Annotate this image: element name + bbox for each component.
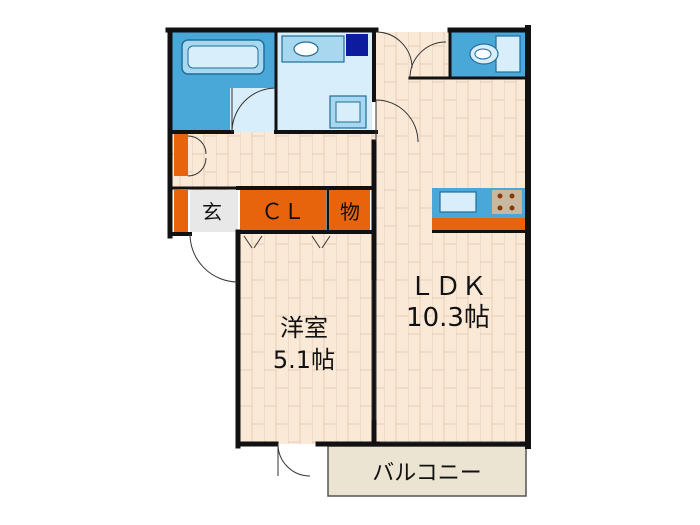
entrance-floor bbox=[190, 190, 238, 232]
western-room-name: 洋室 bbox=[280, 314, 328, 342]
western-room-floor bbox=[240, 232, 374, 444]
corridor-floor bbox=[376, 32, 450, 78]
closet bbox=[240, 190, 326, 232]
closet-label: ＣＬ bbox=[261, 200, 305, 225]
ldk-size: 10.3帖 bbox=[406, 303, 490, 333]
entrance-shoe-storage bbox=[174, 190, 188, 232]
toilet-icon bbox=[469, 35, 521, 73]
hallway-floor bbox=[172, 132, 376, 190]
washing-machine-icon bbox=[329, 95, 367, 129]
bathtub-icon bbox=[181, 39, 265, 75]
washbasin-icon bbox=[281, 35, 345, 63]
storage bbox=[330, 190, 370, 232]
western-room-size: 5.1帖 bbox=[273, 346, 335, 374]
stove-icon bbox=[492, 190, 522, 214]
hall-shoe-storage bbox=[174, 134, 188, 176]
kitchen-counter-base bbox=[432, 218, 526, 230]
entrance-label: 玄 bbox=[202, 200, 222, 224]
door-swings bbox=[187, 31, 520, 477]
balcony-label: バルコニー bbox=[372, 461, 482, 486]
balcony bbox=[327, 445, 527, 497]
kitchen-sink-icon bbox=[439, 191, 477, 213]
ldk-name: ＬＤＫ bbox=[409, 272, 487, 302]
storage-label: 物 bbox=[340, 200, 360, 224]
ldk-floor bbox=[376, 78, 526, 444]
washroom-dark-square bbox=[346, 34, 368, 56]
walls bbox=[165, 25, 531, 449]
